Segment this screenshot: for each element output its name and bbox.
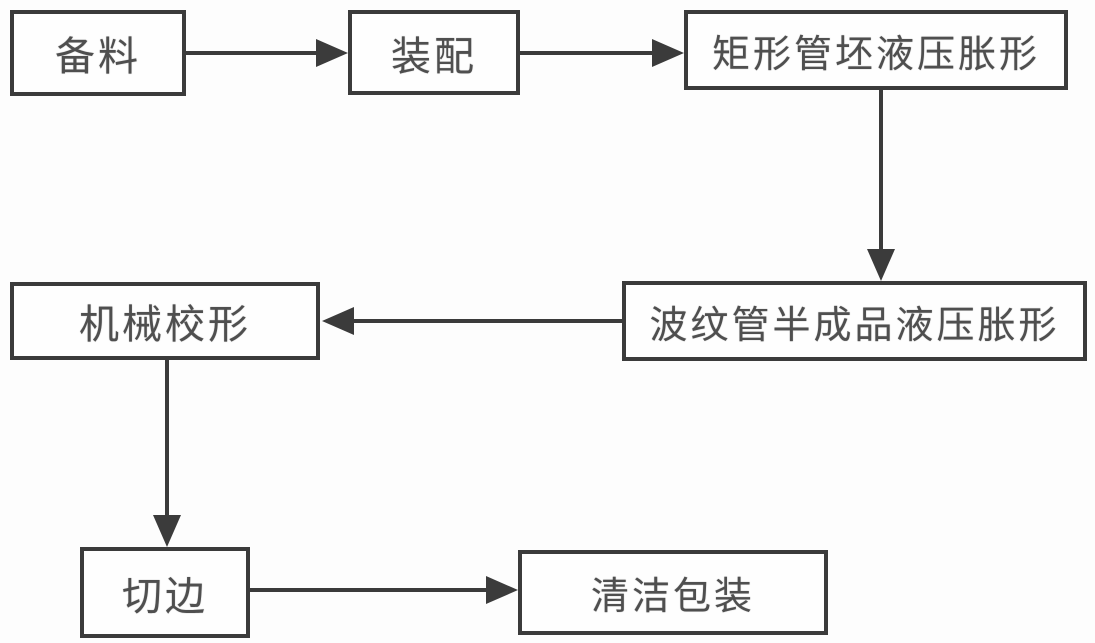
arrow-trim-to-clean-pack [250,576,518,604]
node-trimming-label: 切边 [122,573,208,619]
arrow-bellows-semi-bulge-to-mech-correction [322,307,622,335]
node-cleaning-packaging: 清洁包装 [518,550,828,635]
arrow-prepare-to-assemble [186,39,348,67]
node-prepare-materials-label: 备料 [55,34,141,79]
arrow-rect-tube-bulge-to-bellows-semi-bulge [867,90,895,281]
node-rectangular-tube-hydroforming: 矩形管坯液压胀形 [684,10,1068,90]
node-mechanical-shape-correction-label: 机械校形 [79,302,251,347]
arrow-mech-correction-to-trim [153,360,181,547]
arrow-assemble-to-rect-tube-bulge [520,39,684,67]
node-bellows-semifinished-hydroforming-label: 波纹管半成品液压胀形 [649,304,1060,347]
node-prepare-materials: 备料 [10,10,186,96]
node-trimming: 切边 [80,547,250,638]
node-mechanical-shape-correction: 机械校形 [10,282,320,360]
node-cleaning-packaging-label: 清洁包装 [590,576,755,618]
node-assembly: 装配 [348,10,520,95]
node-assembly-label: 装配 [391,33,477,79]
node-rectangular-tube-hydroforming-label: 矩形管坯液压胀形 [711,33,1040,76]
node-bellows-semifinished-hydroforming: 波纹管半成品液压胀形 [622,281,1087,361]
